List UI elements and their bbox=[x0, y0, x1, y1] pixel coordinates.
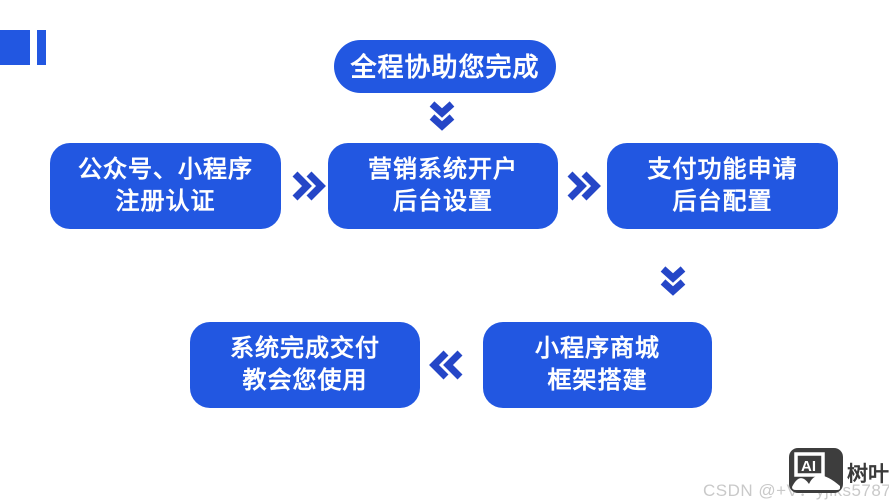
flow-step-mall-framework: 小程序商城 框架搭建 bbox=[483, 322, 712, 408]
step-line: 框架搭建 bbox=[547, 367, 648, 394]
corner-logo-square bbox=[0, 30, 30, 65]
flow-title-label: 全程协助您完成 bbox=[350, 51, 540, 82]
step-line: 教会您使用 bbox=[242, 367, 368, 394]
ai-image-logo-icon: AI bbox=[789, 448, 843, 493]
step-line: 公众号、小程序 bbox=[78, 156, 253, 183]
step-line: 后台配置 bbox=[672, 188, 773, 215]
chevron-double-right-icon bbox=[567, 171, 601, 201]
step-line: 注册认证 bbox=[115, 188, 216, 215]
step-line: 营销系统开户 bbox=[368, 156, 518, 183]
chevron-double-right-icon bbox=[292, 171, 326, 201]
brand-name-label: 树叶云 bbox=[847, 463, 889, 486]
flow-step-payment-config: 支付功能申请 后台配置 bbox=[607, 143, 838, 229]
flow-step-registration: 公众号、小程序 注册认证 bbox=[50, 143, 281, 229]
flow-title-pill: 全程协助您完成 bbox=[334, 40, 556, 93]
step-line: 系统完成交付 bbox=[230, 335, 380, 362]
step-line: 支付功能申请 bbox=[647, 156, 798, 183]
step-line: 小程序商城 bbox=[535, 335, 660, 362]
chevron-double-left-icon bbox=[429, 350, 463, 380]
chevron-double-down-icon bbox=[429, 101, 455, 131]
step-line: 后台设置 bbox=[393, 188, 493, 215]
corner-logo-bar bbox=[37, 30, 46, 65]
ai-logo-label: AI bbox=[801, 458, 816, 475]
flow-step-delivery-training: 系统完成交付 教会您使用 bbox=[190, 322, 420, 408]
chevron-double-down-icon bbox=[660, 266, 686, 296]
flow-step-marketing-setup: 营销系统开户 后台设置 bbox=[328, 143, 558, 229]
